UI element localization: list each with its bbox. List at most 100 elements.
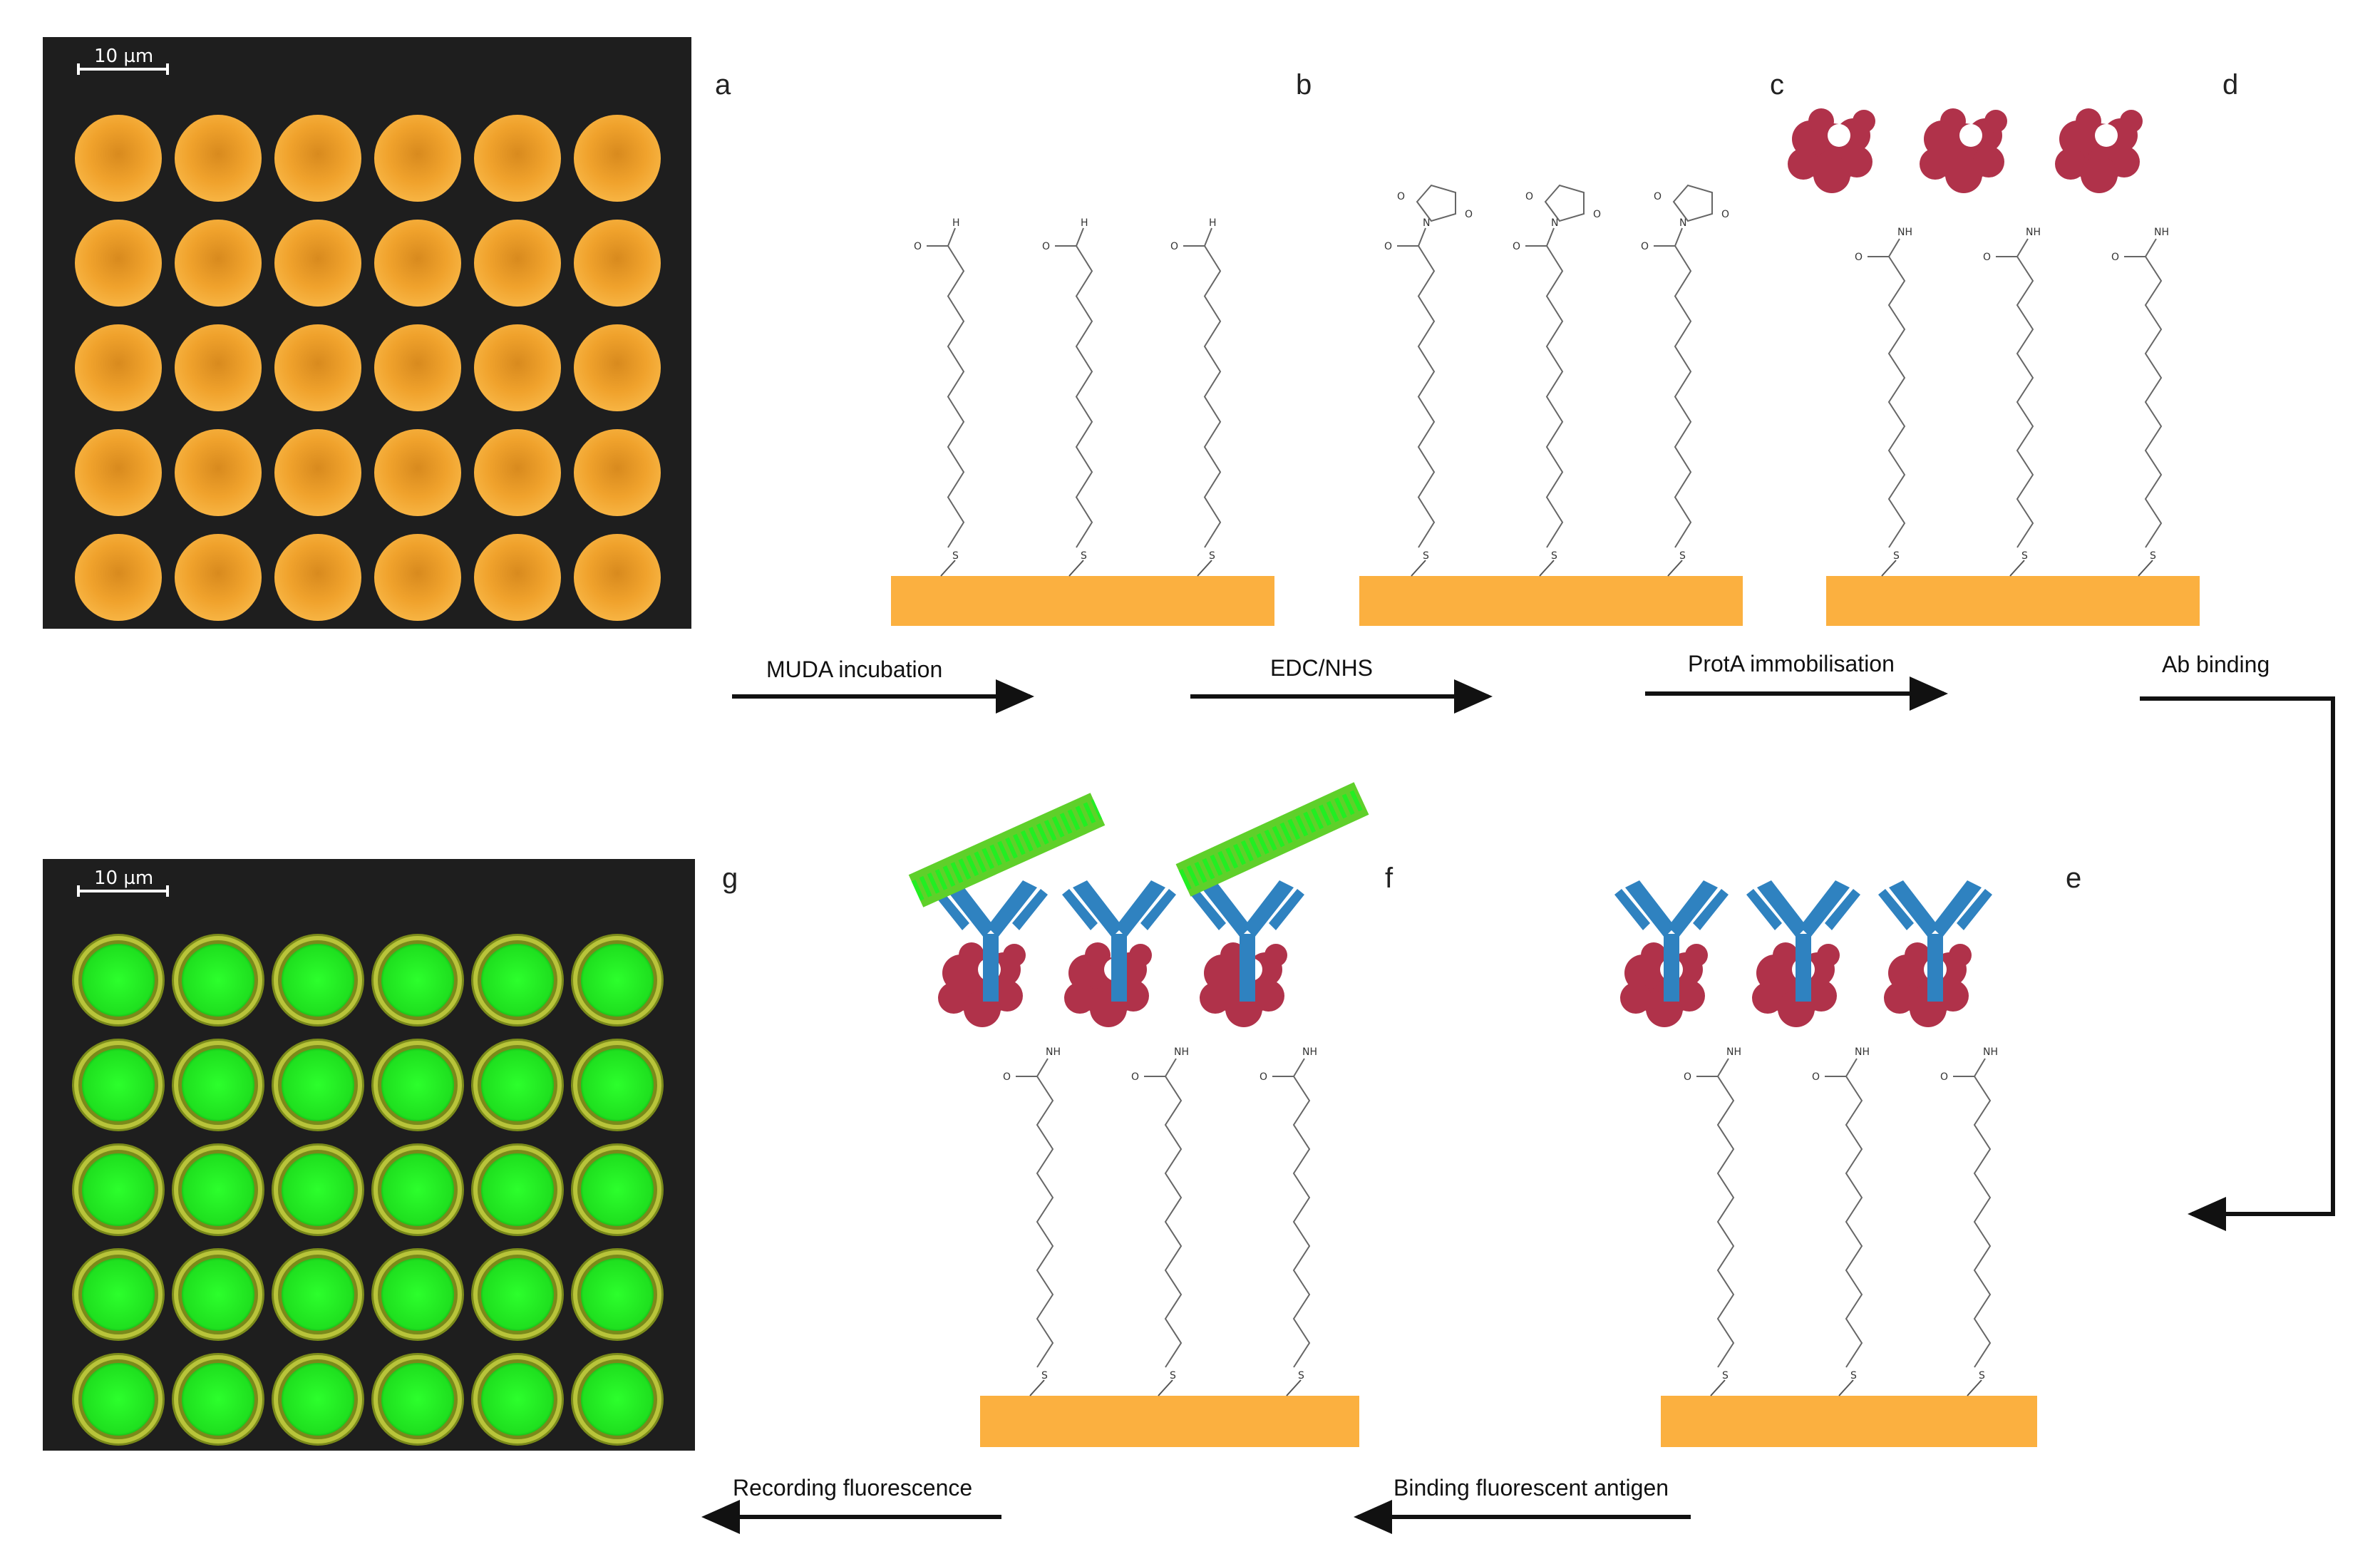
antibody-icon bbox=[1878, 880, 1992, 1002]
protein-lobe bbox=[1949, 944, 1972, 967]
gold-dot bbox=[75, 324, 162, 411]
protein-lobe bbox=[2081, 156, 2118, 193]
antigen-texture bbox=[911, 799, 1103, 901]
fluorescent-dot bbox=[282, 944, 354, 1017]
atom-label: O bbox=[1940, 1071, 1948, 1083]
antibody-stem bbox=[1664, 934, 1679, 1002]
antibody-icon bbox=[934, 880, 1048, 1002]
protein-lobe bbox=[1003, 944, 1026, 967]
fluorescent-dot-ring bbox=[274, 1355, 362, 1444]
alkyl-chain bbox=[1973, 1076, 1992, 1368]
gold-substrate-e bbox=[1661, 1396, 2037, 1447]
protein-lobe bbox=[1129, 944, 1152, 967]
bond bbox=[1204, 227, 1212, 247]
fluorescent-dot bbox=[381, 944, 454, 1017]
antibody-icon bbox=[1746, 880, 1860, 1002]
fluorescent-dot-ring bbox=[274, 936, 362, 1024]
antibody-icon bbox=[1190, 880, 1304, 1002]
gold-dot bbox=[374, 220, 461, 307]
protein-lobe bbox=[1064, 982, 1096, 1014]
atom-label: O bbox=[1684, 1071, 1691, 1083]
fluorescent-dot bbox=[282, 1363, 354, 1436]
protein-lobe bbox=[2055, 148, 2086, 180]
atom-label: N bbox=[1551, 217, 1558, 229]
fluorescent-dot-ring bbox=[74, 1355, 163, 1444]
gold-dot bbox=[175, 220, 262, 307]
antigen-layer bbox=[908, 782, 1369, 907]
gold-substrate-c bbox=[1359, 576, 1743, 626]
fluorescent-dot bbox=[581, 1363, 654, 1436]
atom-label: H bbox=[1209, 217, 1217, 229]
fluorescent-dot-ring bbox=[374, 1041, 462, 1129]
bond bbox=[1165, 1058, 1177, 1077]
fluorescent-dot-ring bbox=[573, 1250, 661, 1339]
bond bbox=[1967, 1379, 1982, 1396]
atom-label: S bbox=[952, 550, 959, 562]
protein-lobe bbox=[1817, 944, 1840, 967]
atom-label: O bbox=[1259, 1071, 1267, 1083]
alkyl-chain bbox=[1164, 1076, 1183, 1368]
atom-label: NH bbox=[1983, 1046, 1998, 1058]
atom-label: S bbox=[2150, 550, 2156, 562]
antibody-arm bbox=[1116, 880, 1165, 937]
alkyl-chain bbox=[2144, 256, 2163, 548]
panel-label-e: e bbox=[2066, 863, 2081, 894]
gold-dot bbox=[374, 324, 461, 411]
alkyl-chain bbox=[1545, 245, 1564, 548]
fluorescent-array-micrograph: 10 µm bbox=[43, 859, 695, 1451]
alkyl-chain bbox=[1036, 1076, 1054, 1368]
fluorescent-dot-ring bbox=[74, 936, 163, 1024]
alkyl-chain bbox=[2016, 256, 2034, 548]
antibody-light-chain bbox=[1746, 889, 1782, 930]
protein-a-icon bbox=[1064, 942, 1152, 1027]
atom-label: O bbox=[1593, 209, 1601, 220]
bond bbox=[1667, 560, 1683, 577]
antibody-light-chain bbox=[1269, 889, 1304, 930]
protein-a-icon bbox=[1200, 942, 1287, 1027]
step-label-muda: MUDA incubation bbox=[766, 657, 942, 682]
fluorescent-dot-ring bbox=[573, 1146, 661, 1234]
protein-cleft bbox=[2095, 124, 2118, 147]
atom-label: S bbox=[1298, 1370, 1304, 1381]
fluorescent-antigen-icon bbox=[1175, 782, 1369, 897]
bond bbox=[2138, 560, 2153, 577]
protein-lobe bbox=[1641, 942, 1666, 968]
antibody-light-chain bbox=[1825, 889, 1860, 930]
protein-lobe bbox=[1905, 942, 1930, 968]
atom-label: O bbox=[1397, 191, 1405, 202]
antibody-stem bbox=[1111, 934, 1127, 1002]
atom-label: S bbox=[1170, 1370, 1176, 1381]
atom-label: NH bbox=[1855, 1046, 1870, 1058]
panel-label-d: d bbox=[2222, 69, 2238, 101]
fluorescent-dot-ring bbox=[473, 1041, 562, 1129]
gold-dot bbox=[274, 534, 361, 621]
fluorescent-dot-ring bbox=[174, 1041, 262, 1129]
antibody-stem bbox=[1240, 934, 1255, 1002]
fluorescent-dot-ring bbox=[473, 1250, 562, 1339]
fluorescent-dot bbox=[282, 1153, 354, 1226]
atom-label: S bbox=[1081, 550, 1087, 562]
gold-dot bbox=[75, 220, 162, 307]
fluorescent-dot-ring bbox=[473, 1146, 562, 1234]
gold-dot bbox=[374, 115, 461, 202]
antibody-arm bbox=[1932, 880, 1982, 937]
protein-lobe bbox=[938, 982, 969, 1014]
atom-label: S bbox=[1893, 550, 1900, 562]
fluorescent-dot bbox=[282, 1049, 354, 1121]
bond bbox=[1418, 227, 1426, 247]
fluorescent-dot bbox=[381, 1258, 454, 1331]
protein-lobe bbox=[1984, 110, 2007, 133]
bond bbox=[1158, 1379, 1173, 1396]
atom-label: NH bbox=[1174, 1046, 1189, 1058]
antibody-arm bbox=[1800, 880, 1850, 937]
bond bbox=[1710, 1379, 1726, 1396]
atom-label: O bbox=[1641, 241, 1649, 252]
fluorescent-dot-ring bbox=[573, 936, 661, 1024]
fluorescent-dot bbox=[182, 1258, 254, 1331]
protein-a-icon bbox=[1788, 108, 1875, 193]
fluorescent-dot-ring bbox=[573, 1041, 661, 1129]
